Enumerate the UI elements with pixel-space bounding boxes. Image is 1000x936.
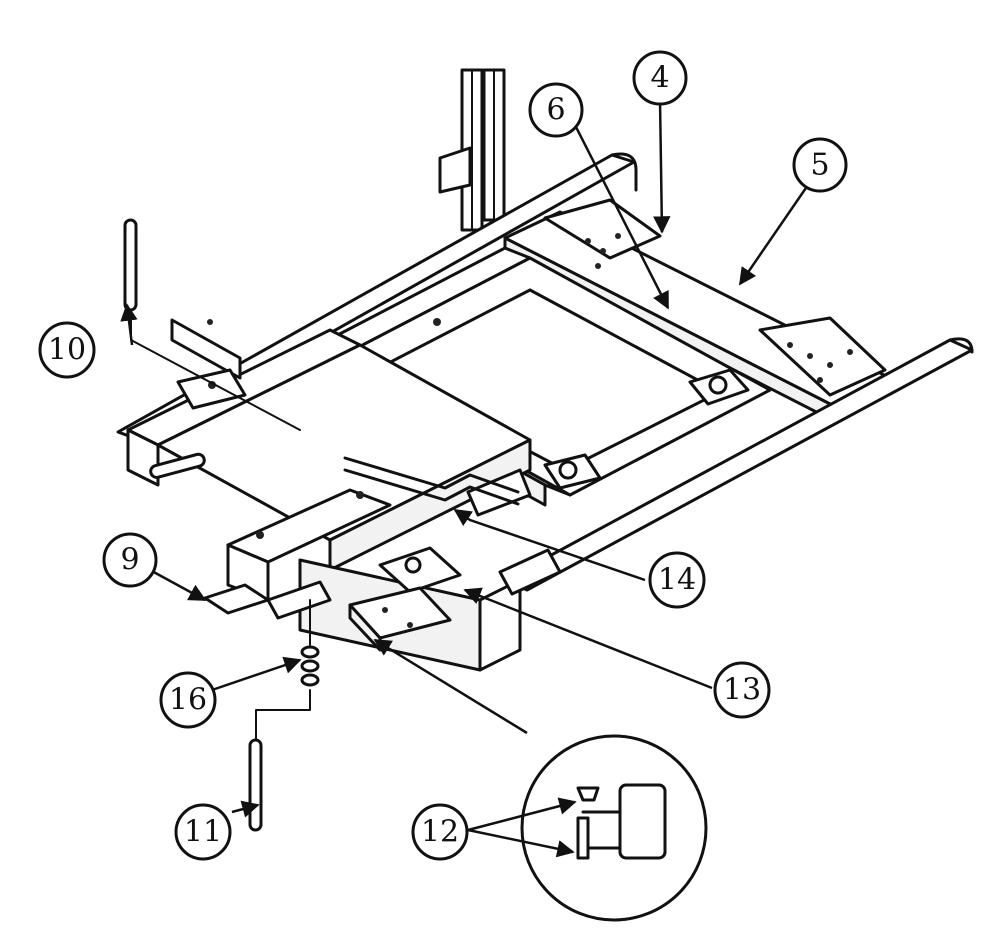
callout-11: 11 — [174, 803, 232, 861]
callout-5: 5 — [792, 137, 848, 193]
svg-text:11: 11 — [184, 815, 222, 850]
svg-text:14: 14 — [658, 563, 696, 598]
svg-text:6: 6 — [546, 93, 565, 128]
callout-14: 14 — [648, 551, 706, 609]
callout-10: 10 — [38, 321, 96, 379]
vertical-mast — [438, 68, 506, 232]
svg-text:13: 13 — [723, 673, 761, 708]
pin-11 — [248, 738, 263, 832]
callout-4: 4 — [632, 50, 688, 106]
washer-stack — [300, 645, 320, 687]
callout-16: 16 — [159, 671, 217, 729]
svg-text:16: 16 — [169, 683, 207, 718]
callout-13: 13 — [713, 661, 771, 719]
callout-9: 9 — [102, 532, 158, 588]
detail-view-circle — [520, 734, 708, 922]
pin-10 — [123, 218, 138, 312]
svg-text:4: 4 — [650, 61, 669, 96]
callout-6: 6 — [528, 82, 584, 138]
callout-12: 12 — [411, 803, 469, 861]
svg-text:10: 10 — [48, 333, 86, 368]
svg-text:5: 5 — [810, 148, 829, 183]
pin-11-connector — [255, 689, 311, 741]
main-frame — [116, 152, 974, 672]
svg-text:12: 12 — [421, 815, 459, 850]
leader-lines — [120, 99, 810, 858]
svg-text:9: 9 — [120, 543, 139, 578]
